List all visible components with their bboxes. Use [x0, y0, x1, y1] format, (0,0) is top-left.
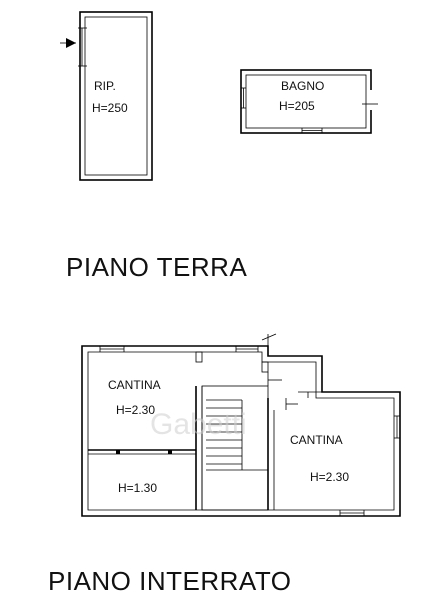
storage-room-height: H=250 — [92, 101, 128, 115]
basement-inner-wall — [87, 351, 395, 511]
ground-floor-title: PIANO TERRA — [66, 252, 247, 282]
ground-floor-plan: RIP. H=250 BAGNO H=205 — [60, 11, 378, 282]
basement-entry-leaf — [261, 333, 277, 341]
partition-stub-top-right — [261, 361, 269, 373]
cellar-right-name: CANTINA — [290, 433, 343, 447]
cellar-right-height: H=2.30 — [310, 470, 349, 484]
cellar-left-height: H=2.30 — [116, 403, 155, 417]
divider-post-2 — [168, 450, 172, 454]
lower-left-height: H=1.30 — [118, 481, 157, 495]
storage-room-inner-wall — [84, 16, 148, 176]
bathroom: BAGNO H=205 — [240, 69, 378, 134]
bathroom-name: BAGNO — [281, 79, 324, 93]
partition-stub-top-left — [195, 351, 203, 363]
storage-room-name: RIP. — [94, 79, 116, 93]
bathroom-height: H=205 — [279, 99, 315, 113]
divider-post-1 — [116, 450, 120, 454]
basement-title: PIANO INTERRATO — [48, 566, 291, 596]
storage-room-outer-wall — [79, 11, 153, 181]
staircase — [206, 399, 268, 471]
basement-plan: CANTINA H=2.30 H=1.30 CANTINA H=2.30 Gab… — [48, 333, 401, 596]
cellar-left-name: CANTINA — [108, 378, 161, 392]
bathroom-inner-wall — [245, 74, 367, 129]
agency-watermark: Gabetti — [150, 408, 247, 441]
storage-room: RIP. H=250 — [60, 11, 153, 181]
